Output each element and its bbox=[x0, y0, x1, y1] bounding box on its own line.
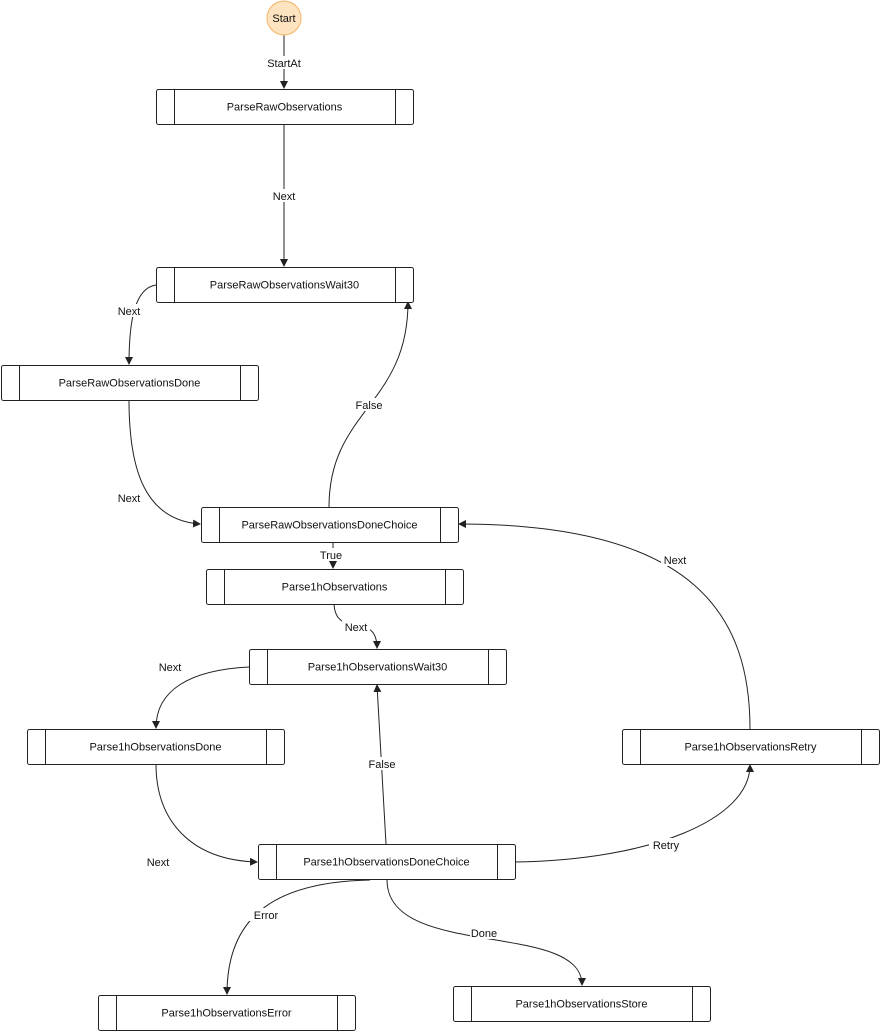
edge-label: Next bbox=[345, 622, 368, 634]
state-node-parse1h-choice[interactable]: Parse1hObservationsDoneChoice bbox=[258, 844, 516, 880]
edge-label-background bbox=[270, 189, 298, 202]
edge-parse1h-choice-to-parse1h-error bbox=[223, 879, 371, 995]
state-box bbox=[249, 649, 507, 685]
edge-label-background bbox=[342, 620, 370, 633]
edge-label-group: Next bbox=[342, 620, 370, 634]
edge-label: StartAt bbox=[267, 58, 301, 70]
edge-label-group: Next bbox=[156, 660, 184, 674]
state-label: Parse1hObservationsWait30 bbox=[308, 662, 448, 674]
state-node-parse-raw-choice[interactable]: ParseRawObservationsDoneChoice bbox=[201, 507, 459, 543]
state-node-parse1h-done[interactable]: Parse1hObservationsDone bbox=[27, 729, 285, 765]
edge-label-group: False bbox=[352, 398, 386, 412]
state-label: ParseRawObservationsWait30 bbox=[210, 280, 359, 292]
edge-parse1h-choice-to-parse1h-retry bbox=[514, 764, 754, 863]
state-node-parse1h-error[interactable]: Parse1hObservationsError bbox=[98, 995, 356, 1031]
edge-label: True bbox=[320, 550, 342, 562]
state-node-parse-raw-wait[interactable]: ParseRawObservationsWait30 bbox=[156, 267, 414, 303]
edge-label: Next bbox=[118, 493, 141, 505]
edge-label-group: Next bbox=[270, 189, 298, 203]
state-label: Parse1hObservationsError bbox=[161, 1008, 292, 1020]
edge-parse-raw-wait-to-parse-raw-done bbox=[125, 284, 157, 365]
edge-label: False bbox=[356, 400, 383, 412]
state-node-parse1h-wait[interactable]: Parse1hObservationsWait30 bbox=[249, 649, 507, 685]
state-node-parse1h[interactable]: Parse1hObservations bbox=[206, 569, 464, 605]
edge-label-group: Next bbox=[115, 491, 143, 505]
edge-parse1h-wait-to-parse1h-done bbox=[152, 666, 250, 729]
state-box bbox=[453, 986, 711, 1022]
state-node-parse1h-store[interactable]: Parse1hObservationsStore bbox=[453, 986, 711, 1022]
state-box bbox=[206, 569, 464, 605]
state-label: ParseRawObservations bbox=[227, 102, 343, 114]
start-circle bbox=[266, 0, 302, 36]
edge-label-background bbox=[470, 926, 498, 939]
edge-label: Next bbox=[147, 857, 170, 869]
edge-parse-raw-done-to-parse-raw-choice bbox=[128, 399, 201, 528]
edge-label-group: Done bbox=[470, 926, 498, 940]
start-node[interactable]: Start bbox=[266, 0, 302, 36]
state-label: Parse1hObservationsDoneChoice bbox=[303, 857, 469, 869]
state-label: Parse1hObservationsStore bbox=[515, 999, 647, 1011]
edge-labels-layer: StartAtNextNextNextFalseTrueNextNextNext… bbox=[115, 56, 689, 940]
state-label: ParseRawObservationsDoneChoice bbox=[241, 520, 417, 532]
edge-label-group: True bbox=[317, 548, 345, 562]
edge-label: Next bbox=[664, 555, 687, 567]
state-label: Parse1hObservationsRetry bbox=[684, 742, 817, 754]
edge-label-background bbox=[156, 660, 184, 673]
state-node-parse-raw-done[interactable]: ParseRawObservationsDone bbox=[1, 365, 259, 401]
edge-label-group: Next bbox=[144, 855, 172, 869]
edge-label-background bbox=[365, 757, 399, 770]
edge-label: Next bbox=[273, 191, 296, 203]
edge-label-background bbox=[115, 304, 143, 317]
edge-label-group: Next bbox=[661, 553, 689, 567]
start-label: Start bbox=[272, 13, 295, 25]
edge-label: Done bbox=[471, 928, 497, 940]
edge-label-group: StartAt bbox=[261, 56, 307, 70]
state-node-parse-raw[interactable]: ParseRawObservations bbox=[156, 89, 414, 125]
edge-label-background bbox=[261, 56, 307, 69]
state-box bbox=[156, 267, 414, 303]
edge-label-background bbox=[144, 855, 172, 868]
edge-label-background bbox=[352, 398, 386, 411]
edge-label: Error bbox=[254, 910, 279, 922]
edge-label-background bbox=[249, 908, 283, 921]
state-box bbox=[156, 89, 414, 125]
edge-label-group: Next bbox=[115, 304, 143, 318]
edge-label-group: False bbox=[365, 757, 399, 771]
state-box bbox=[258, 844, 516, 880]
edge-label: Next bbox=[118, 306, 141, 318]
edge-parse1h-retry-to-parse-raw-choice bbox=[458, 520, 751, 730]
state-node-parse1h-retry[interactable]: Parse1hObservationsRetry bbox=[622, 729, 880, 765]
state-box bbox=[201, 507, 459, 543]
state-label: Parse1hObservations bbox=[282, 582, 388, 594]
edge-label-group: Error bbox=[249, 908, 283, 922]
state-box bbox=[1, 365, 259, 401]
edge-parse1h-done-to-parse1h-choice bbox=[155, 763, 258, 866]
edge-label: Retry bbox=[653, 840, 680, 852]
edge-label-group: Retry bbox=[649, 838, 683, 852]
state-label: Parse1hObservationsDone bbox=[89, 742, 221, 754]
edge-label-background bbox=[317, 548, 345, 561]
edge-label-background bbox=[649, 838, 683, 851]
edge-label: False bbox=[369, 759, 396, 771]
edge-label: Next bbox=[159, 662, 182, 674]
edge-label-background bbox=[115, 491, 143, 504]
state-box bbox=[27, 729, 285, 765]
state-label: ParseRawObservationsDone bbox=[59, 378, 201, 390]
edge-label-background bbox=[661, 553, 689, 566]
